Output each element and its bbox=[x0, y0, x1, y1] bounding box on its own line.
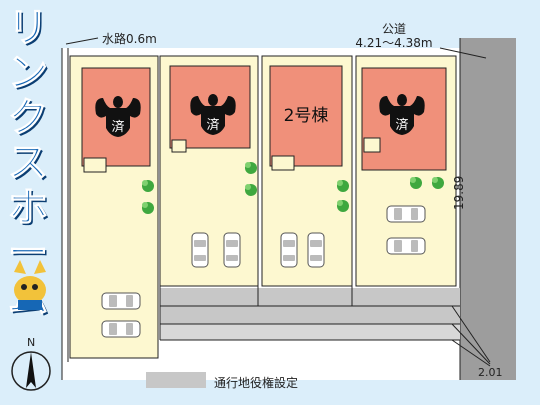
compass-icon bbox=[11, 351, 51, 391]
sold-mark: 済 bbox=[206, 117, 219, 133]
brand-title: リ ン ク ス ホ ー ム bbox=[4, 5, 52, 321]
south-dimension: 2.01 bbox=[478, 366, 503, 379]
easement-strip bbox=[160, 288, 460, 306]
waterway-label: 水路0.6m bbox=[102, 32, 157, 46]
building-2-label: 2号棟 bbox=[284, 106, 329, 126]
road-label: 公道 4.21〜4.38m bbox=[334, 22, 454, 50]
legend-swatch bbox=[146, 372, 206, 388]
easement-strip bbox=[160, 324, 460, 340]
road-name: 公道 bbox=[381, 22, 406, 36]
brand-char: ク bbox=[8, 95, 49, 141]
sold-mark: 済 bbox=[111, 119, 124, 135]
brand-char: ホ bbox=[8, 185, 49, 231]
sold-mark: 済 bbox=[395, 117, 408, 133]
brand-char: リ bbox=[8, 5, 49, 51]
east-dimension: 19.89 bbox=[452, 175, 466, 210]
legend-label: 通行地役権設定 bbox=[214, 376, 299, 390]
brand-char: ン bbox=[8, 50, 49, 96]
brand-char: ス bbox=[8, 140, 49, 186]
public-road bbox=[460, 38, 516, 380]
mascot-icon bbox=[14, 260, 46, 310]
road-width: 4.21〜4.38m bbox=[355, 36, 433, 50]
north-label: N bbox=[27, 336, 36, 349]
building-3 bbox=[269, 65, 343, 167]
easement-strip bbox=[160, 306, 460, 324]
